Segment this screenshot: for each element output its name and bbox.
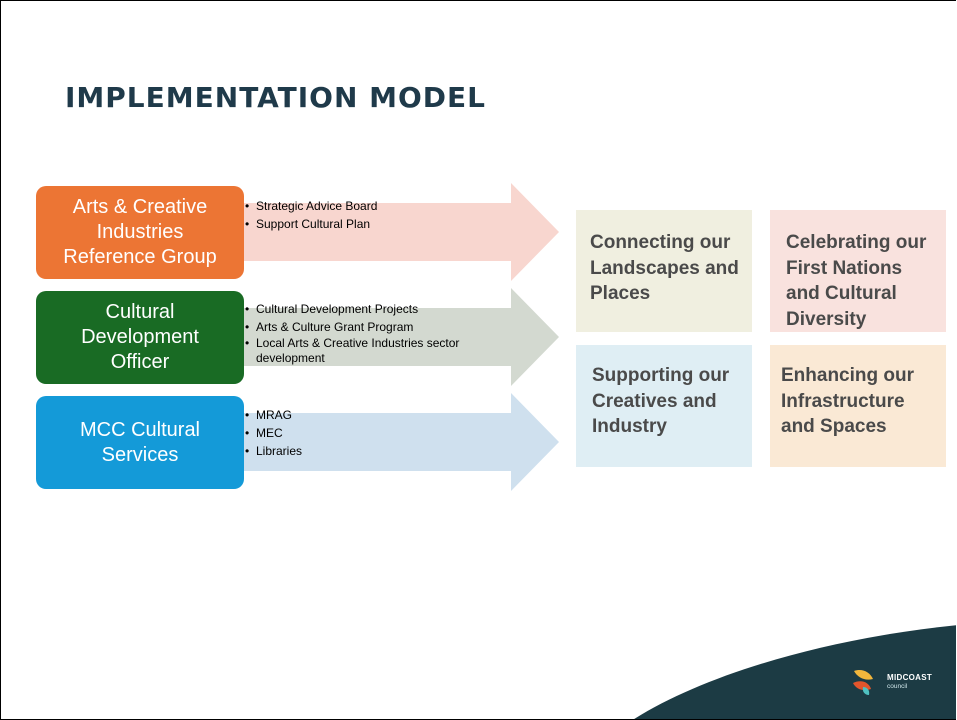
bullet-item: Support Cultural Plan — [245, 215, 377, 233]
logo-mark-icon — [853, 669, 873, 695]
bullet-item: Strategic Advice Board — [245, 197, 377, 215]
theme-line: Diversity — [786, 308, 867, 330]
role-box-reference-group: Arts & Creative Industries Reference Gro… — [36, 186, 244, 279]
theme-line: Celebrating our — [786, 232, 927, 253]
bullet-item: Local Arts & Creative Industries sector … — [245, 336, 507, 366]
logo-subtitle: council — [887, 683, 908, 690]
theme-box-landscapes: Connecting our Landscapes and Places — [576, 210, 752, 332]
role-label-line: Arts & Creative — [72, 196, 208, 218]
corner-decoration — [634, 625, 956, 719]
bullet-item: MRAG — [245, 406, 302, 424]
theme-line: Places — [590, 283, 651, 304]
logo-name: MIDCOAST — [887, 673, 933, 682]
theme-box-first-nations: Celebrating our First Nations and Cultur… — [770, 210, 946, 332]
role-box-cultural-services: MCC Cultural Services — [36, 396, 244, 489]
bullet-list-cultural-services: MRAG MEC Libraries — [245, 406, 302, 460]
role-label-line: Cultural — [105, 301, 175, 323]
theme-line: Infrastructure — [781, 390, 905, 412]
theme-line: First Nations — [786, 257, 903, 279]
theme-box-creatives: Supporting our Creatives and Industry — [576, 345, 752, 467]
role-label-line: MCC Cultural — [79, 418, 201, 441]
role-label-line: Development — [81, 326, 199, 348]
bullet-list-reference-group: Strategic Advice Board Support Cultural … — [245, 197, 377, 233]
theme-line: and Cultural — [786, 283, 897, 304]
role-label-line: Reference Group — [63, 246, 217, 268]
role-label-line: Industries — [96, 221, 184, 243]
theme-line: Connecting our — [590, 232, 731, 253]
theme-line: Supporting our — [592, 365, 730, 386]
slide-title: IMPLEMENTATION MODEL — [65, 81, 486, 114]
theme-line: and Spaces — [781, 416, 887, 437]
bullet-item: Cultural Development Projects — [245, 301, 507, 319]
arrow-cultural-services — [239, 393, 559, 491]
bullet-list-cultural-officer: Cultural Development Projects Arts & Cul… — [245, 301, 507, 366]
theme-line: Industry — [592, 416, 667, 437]
bullet-item: Arts & Culture Grant Program — [245, 319, 507, 337]
theme-box-infrastructure: Enhancing our Infrastructure and Spaces — [770, 345, 946, 467]
bullet-item: Libraries — [245, 442, 302, 460]
bullet-item: MEC — [245, 424, 302, 442]
role-label-line: Officer — [110, 351, 170, 373]
theme-line: Creatives and — [592, 390, 717, 412]
role-box-cultural-officer: Cultural Development Officer — [36, 291, 244, 384]
theme-line: Landscapes and — [590, 257, 739, 279]
role-label-line: Services — [101, 443, 179, 466]
midcoast-logo: MIDCOAST council — [851, 667, 932, 697]
theme-line: Enhancing our — [781, 365, 914, 386]
